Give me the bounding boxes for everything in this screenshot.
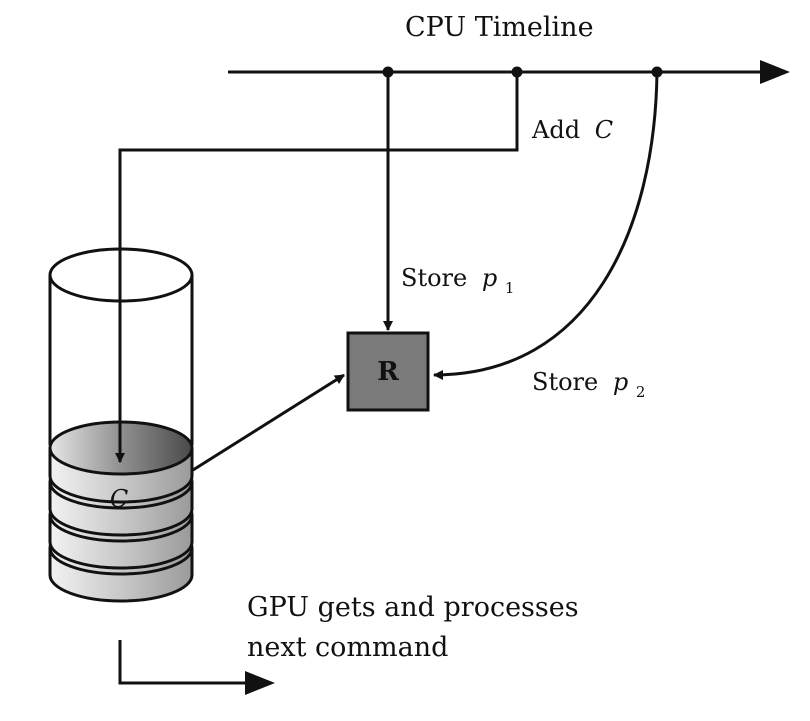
store-p1-text: Store <box>401 264 467 292</box>
add-label-text: Add <box>531 116 580 144</box>
command-c-label: C <box>110 485 128 513</box>
add-label: Add C <box>531 116 613 144</box>
add-arrow <box>115 72 519 461</box>
store-p1-path: Store p 1 <box>383 72 514 331</box>
command-stack <box>48 420 194 603</box>
gpu-output-arrowhead <box>245 671 275 695</box>
register-label: R <box>377 357 399 387</box>
store-p2-path: Store p 2 <box>433 71 659 401</box>
gpu-output-line <box>118 640 250 685</box>
store-p1-label: Store p 1 <box>401 264 514 297</box>
add-label-var: C <box>595 116 613 144</box>
store-p2-arrow <box>433 71 659 380</box>
gpu-caption-line2: next command <box>247 632 448 663</box>
store-p2-text: Store <box>532 368 598 396</box>
store-p1-sub: 1 <box>505 279 515 297</box>
cpu-timeline: CPU Timeline <box>228 12 790 84</box>
command-to-register-arrow <box>192 373 345 472</box>
timeline-arrowhead <box>760 60 790 84</box>
store-p2-label: Store p 2 <box>532 368 645 401</box>
register-rect <box>346 331 430 412</box>
store-p2-sub: 2 <box>636 383 646 401</box>
gpu-output: GPU gets and processes next command <box>118 592 579 695</box>
timeline-label: CPU Timeline <box>405 12 594 43</box>
register-box: R <box>346 331 430 412</box>
gpu-caption-line1: GPU gets and processes <box>247 592 579 623</box>
add-command-path: Add C <box>115 72 613 461</box>
store-p2-var: p <box>613 368 628 396</box>
store-p1-var: p <box>482 264 497 292</box>
command-buffer: C <box>48 247 194 603</box>
cylinder-top-rim <box>48 247 194 303</box>
